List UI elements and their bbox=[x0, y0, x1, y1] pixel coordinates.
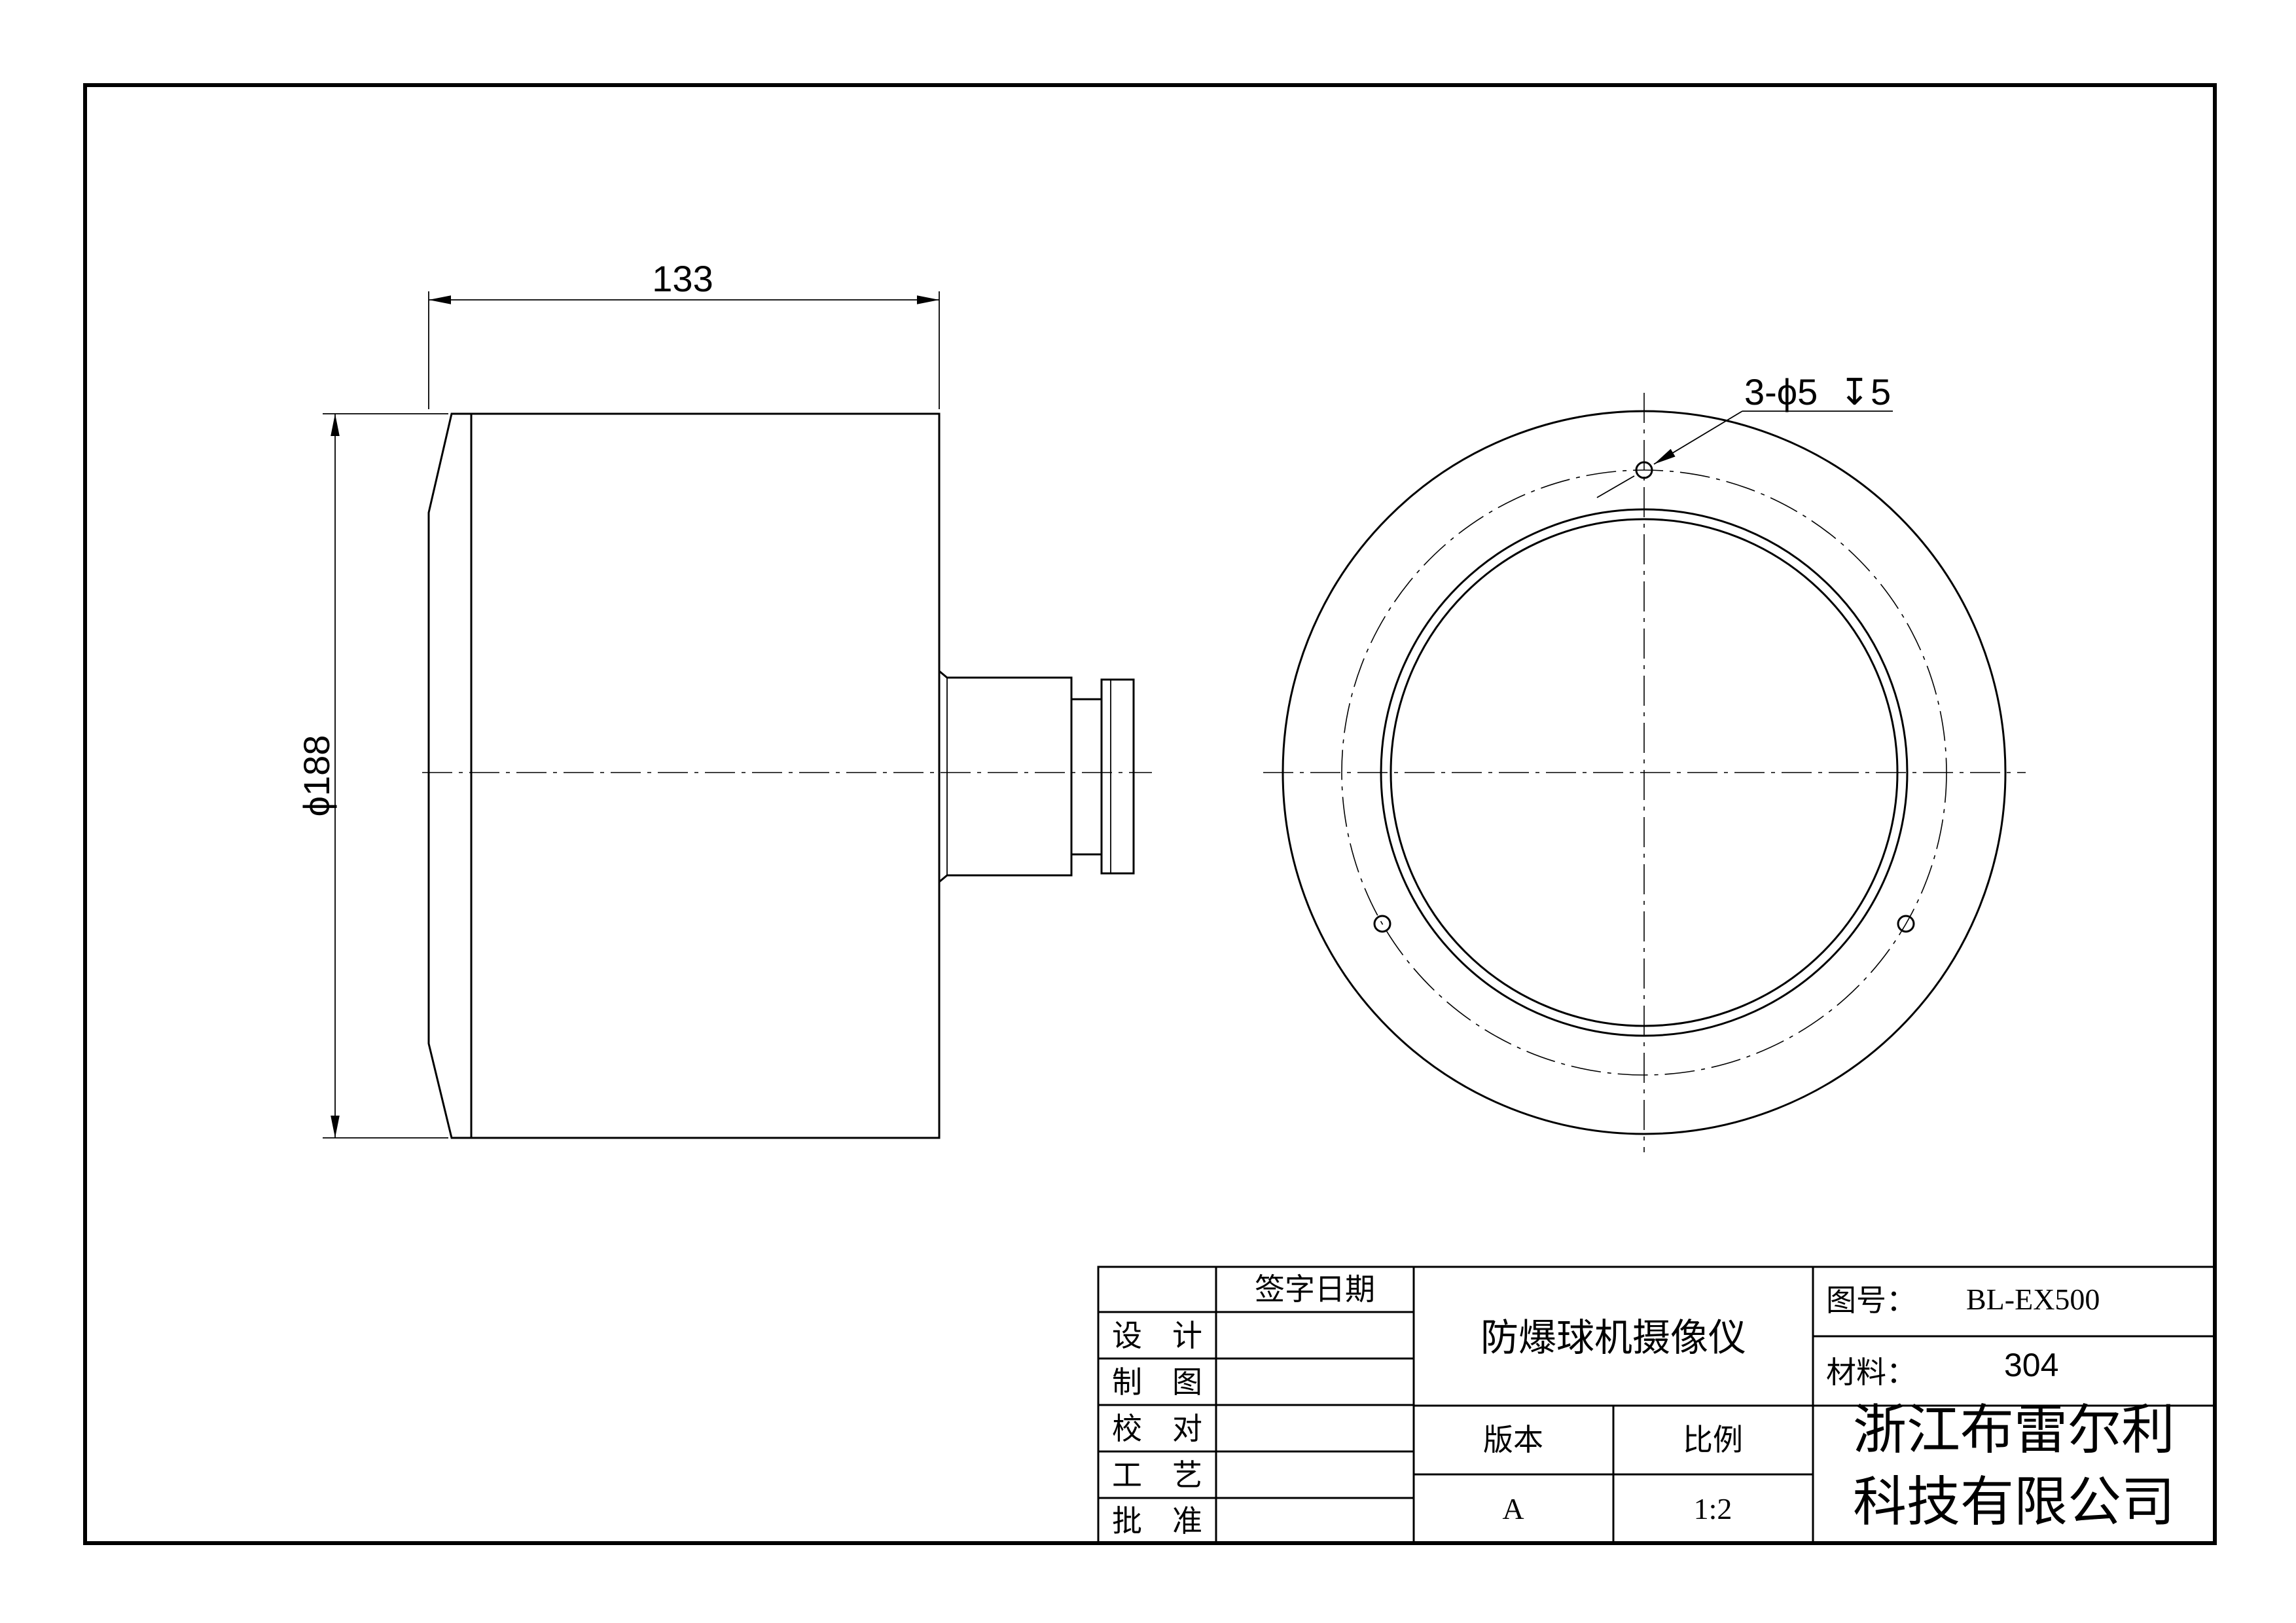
bolt-hole-left bbox=[1373, 915, 1391, 933]
bolt-hole-right bbox=[1897, 915, 1915, 933]
version-value: A bbox=[1502, 1492, 1524, 1525]
length-dimension-text: 133 bbox=[652, 258, 713, 299]
main-body bbox=[470, 412, 941, 1139]
drawing-number: BL-EX500 bbox=[1966, 1283, 2100, 1316]
callout-leader-upper bbox=[1653, 410, 1743, 465]
role-process: 工 艺 bbox=[1112, 1459, 1202, 1492]
role-checking: 校 对 bbox=[1112, 1412, 1202, 1446]
rear-cap bbox=[1100, 678, 1135, 875]
role-drafting: 制 图 bbox=[1112, 1366, 1202, 1399]
product-name: 防爆球机摄像仪 bbox=[1480, 1317, 1746, 1359]
company-name-line-2: 科技有限公司 bbox=[1853, 1472, 2175, 1532]
version-label: 版本 bbox=[1483, 1423, 1543, 1457]
role-design: 设 计 bbox=[1112, 1319, 1202, 1353]
rear-neck bbox=[939, 670, 1073, 883]
hole-depth-value: 5 bbox=[1871, 371, 1891, 412]
signature-date-header: 签字日期 bbox=[1255, 1273, 1375, 1306]
side-view: 133 ϕ188 bbox=[296, 258, 1152, 1139]
front-view: 3-ϕ5 ↧ 5 bbox=[1263, 371, 2026, 1152]
scale-value: 1:2 bbox=[1694, 1492, 1732, 1525]
material-label: 材料： bbox=[1826, 1356, 1916, 1389]
callout-leader-lower bbox=[1596, 475, 1635, 498]
hole-depth-symbol: ↧ bbox=[1839, 371, 1870, 412]
role-approval: 批 准 bbox=[1112, 1504, 1202, 1538]
front-ring-chamfer bbox=[427, 412, 471, 1139]
material-value: 304 bbox=[2004, 1347, 2058, 1383]
hole-callout-text: 3-ϕ5 bbox=[1744, 371, 1818, 412]
scale-label: 比例 bbox=[1683, 1423, 1743, 1457]
drawing-number-label: 图号： bbox=[1826, 1284, 1916, 1317]
rear-groove bbox=[1070, 698, 1103, 856]
title-block: 签字日期 设 计 制 图 校 对 工 艺 批 准 防爆球机摄像仪 版本 比例 A… bbox=[1097, 1266, 2216, 1544]
diameter-dimension-text: ϕ188 bbox=[296, 735, 337, 817]
company-name-line-1: 浙江布雷尔利 bbox=[1853, 1400, 2175, 1460]
